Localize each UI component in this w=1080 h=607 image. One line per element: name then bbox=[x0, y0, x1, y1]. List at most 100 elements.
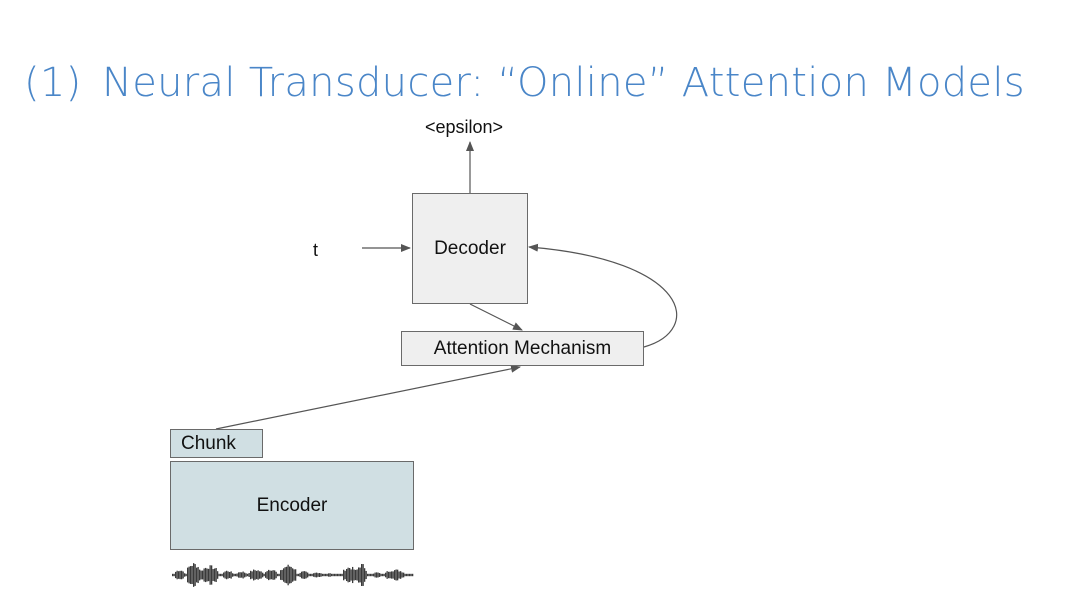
waveform-sample bbox=[397, 569, 399, 581]
waveform-sample bbox=[254, 570, 256, 580]
waveform-sample bbox=[283, 568, 285, 582]
output-epsilon-label: <epsilon> bbox=[425, 117, 504, 137]
waveform-sample bbox=[179, 570, 181, 580]
waveform-sample bbox=[335, 573, 337, 577]
waveform-sample bbox=[257, 570, 259, 580]
waveform-sample bbox=[334, 573, 336, 577]
waveform-sample bbox=[233, 573, 235, 577]
waveform-sample bbox=[302, 571, 304, 579]
waveform-sample bbox=[215, 567, 217, 583]
waveform-sample bbox=[178, 571, 180, 579]
waveform-sample bbox=[305, 571, 307, 579]
waveform-sample bbox=[389, 571, 391, 579]
waveform-sample bbox=[355, 569, 357, 581]
waveform-sample bbox=[172, 573, 174, 577]
waveform-sample bbox=[299, 572, 301, 578]
waveform-sample bbox=[377, 572, 379, 578]
waveform-sample bbox=[223, 572, 225, 578]
waveform-sample bbox=[182, 571, 184, 579]
waveform-sample bbox=[226, 570, 228, 580]
arrow-decoder-to-attention bbox=[469, 303, 523, 331]
waveform-sample bbox=[325, 573, 327, 577]
waveform-sample bbox=[250, 570, 252, 580]
waveform-sample bbox=[407, 573, 409, 577]
waveform-sample bbox=[307, 572, 309, 578]
waveform-sample bbox=[242, 571, 244, 579]
waveform-sample bbox=[278, 573, 280, 577]
waveform-sample bbox=[190, 566, 192, 584]
waveform-sample bbox=[241, 572, 243, 578]
waveform-sample bbox=[280, 570, 282, 580]
waveform-sample bbox=[406, 573, 408, 577]
waveform-sample bbox=[236, 573, 238, 577]
waveform-sample bbox=[304, 571, 306, 579]
waveform-sample bbox=[187, 567, 189, 583]
waveform-sample bbox=[356, 569, 358, 581]
waveform-sample bbox=[184, 573, 186, 577]
waveform-sample bbox=[271, 570, 273, 580]
waveform-sample bbox=[266, 571, 268, 579]
waveform-sample bbox=[386, 571, 388, 579]
waveform-sample bbox=[317, 573, 319, 577]
waveform-sample bbox=[286, 566, 288, 584]
waveform-sample bbox=[275, 571, 277, 579]
waveform-sample bbox=[292, 568, 294, 582]
waveform-sample bbox=[391, 571, 393, 579]
attention-mechanism-box: Attention Mechanism bbox=[401, 331, 644, 366]
waveform-sample bbox=[173, 573, 175, 577]
waveform-sample bbox=[310, 573, 312, 577]
waveform-sample bbox=[326, 573, 328, 577]
waveform-sample bbox=[314, 572, 316, 578]
waveform-sample bbox=[232, 573, 234, 577]
waveform-sample bbox=[344, 570, 346, 580]
waveform-sample bbox=[220, 573, 222, 577]
waveform-sample bbox=[298, 573, 300, 577]
waveform-sample bbox=[364, 568, 366, 582]
chunk-label: Chunk bbox=[181, 432, 236, 454]
waveform-sample bbox=[412, 573, 414, 577]
waveform-sample bbox=[388, 571, 390, 579]
waveform-sample bbox=[238, 572, 240, 578]
waveform-sample bbox=[401, 572, 403, 578]
waveform-sample bbox=[277, 573, 279, 577]
waveform-sample bbox=[371, 573, 373, 577]
waveform-sample bbox=[343, 569, 345, 581]
waveform-sample bbox=[290, 566, 292, 584]
waveform-sample bbox=[235, 573, 237, 577]
waveform-sample bbox=[209, 565, 211, 585]
waveform-sample bbox=[229, 571, 231, 579]
waveform-sample bbox=[296, 573, 298, 577]
decoder-label: Decoder bbox=[434, 237, 506, 259]
encoder-label: Encoder bbox=[256, 494, 328, 516]
waveform-sample bbox=[410, 573, 412, 577]
waveform-sample bbox=[398, 571, 400, 579]
waveform-sample bbox=[239, 572, 241, 578]
waveform-sample bbox=[203, 568, 205, 582]
waveform-sample bbox=[323, 573, 325, 577]
waveform-sample bbox=[194, 564, 196, 586]
waveform-sample bbox=[350, 569, 352, 581]
waveform-sample bbox=[206, 568, 208, 582]
waveform-sample bbox=[202, 570, 204, 580]
waveform-sample bbox=[196, 567, 198, 583]
waveform-sample bbox=[188, 566, 190, 584]
waveform-sample bbox=[367, 573, 369, 577]
waveform-sample bbox=[227, 571, 229, 579]
waveform-sample bbox=[289, 566, 291, 584]
waveform-sample bbox=[382, 573, 384, 577]
waveform-sample bbox=[208, 568, 210, 582]
waveform-sample bbox=[253, 569, 255, 581]
waveform-sample bbox=[370, 573, 372, 577]
title-text: Neural Transducer: “Online” Attention Mo… bbox=[102, 60, 1025, 106]
waveform-sample bbox=[349, 568, 351, 582]
waveform-sample bbox=[313, 573, 315, 577]
waveform-sample bbox=[221, 573, 223, 577]
title-number: (1) bbox=[24, 60, 82, 106]
waveform-sample bbox=[268, 569, 270, 581]
waveform-sample bbox=[376, 572, 378, 578]
waveform-sample bbox=[272, 570, 274, 580]
waveform-sample bbox=[380, 573, 382, 577]
arrow-attention-to-decoder bbox=[528, 243, 678, 348]
